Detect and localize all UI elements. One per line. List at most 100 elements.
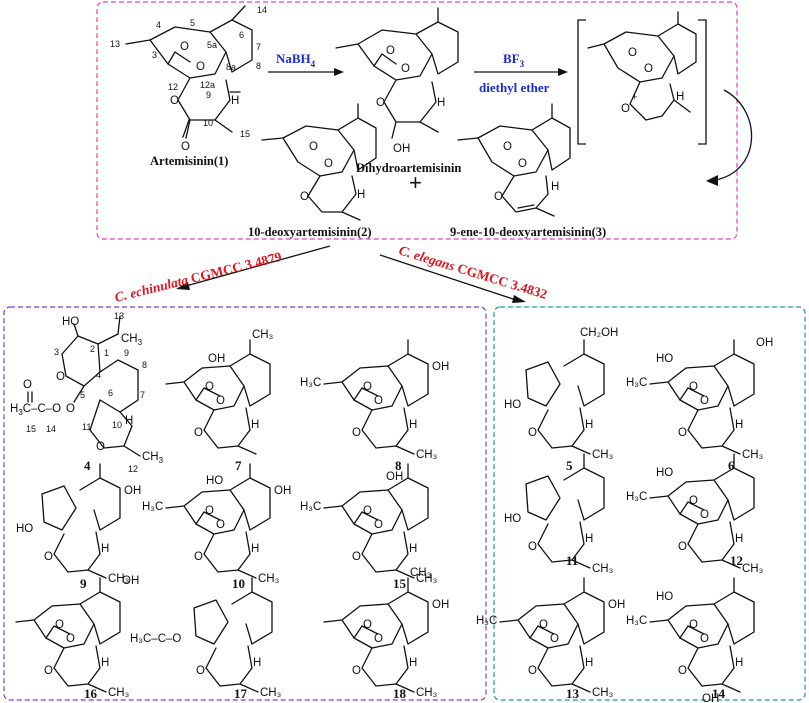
svg-text:4: 4	[96, 370, 101, 380]
atom-o-int-3: O	[621, 103, 630, 115]
h-atom: H	[735, 533, 743, 545]
o-perox-2: O	[700, 509, 709, 521]
svg-text:15: 15	[240, 129, 250, 139]
svg-text:3: 3	[54, 347, 59, 357]
ho-group: HO	[656, 591, 673, 603]
oh-group: OH	[756, 337, 773, 349]
label-cpd-12: 12	[730, 553, 743, 568]
h-atom: H	[735, 657, 743, 669]
label-cpd-5: 5	[566, 458, 573, 473]
ch3-group: CH₃	[592, 563, 614, 575]
o-perox-2: O	[550, 633, 559, 645]
ho-group: HO	[206, 475, 223, 487]
h-atom: H	[409, 657, 417, 669]
o-pyran: O	[528, 665, 537, 677]
o-perox-2: O	[374, 519, 383, 531]
o-pyran: O	[352, 427, 361, 439]
o-perox: O	[205, 381, 214, 393]
svg-text:10: 10	[112, 420, 122, 430]
cpd4-o-ring: O	[56, 371, 65, 383]
label-cpd-9: 9	[80, 576, 87, 591]
svg-text:13: 13	[114, 311, 124, 321]
atom-o-p2-1: O	[309, 141, 318, 153]
cpd4-o-ester: O	[66, 403, 75, 415]
atom-h-dha: H	[437, 97, 445, 109]
o-perox: O	[363, 619, 372, 631]
svg-text:4: 4	[156, 20, 161, 30]
o-pyran: O	[44, 665, 53, 677]
oh-group: OH	[386, 471, 403, 483]
svg-text:12a: 12a	[200, 80, 215, 90]
o-perox: O	[539, 619, 548, 631]
svg-text:8: 8	[142, 360, 147, 370]
ch3-group: CH₃	[410, 567, 432, 579]
ch3-group: CH₃	[108, 573, 130, 585]
o-pyran: O	[352, 665, 361, 677]
o-pyran: O	[194, 551, 203, 563]
svg-text:8: 8	[256, 61, 261, 71]
o-perox-2: O	[374, 633, 383, 645]
atom-o-p2-2: O	[324, 158, 333, 170]
label-left-organism: C. echinulata CGMCC 3.4879	[113, 249, 283, 305]
ho-group: HO	[656, 353, 673, 365]
h-atom: H	[253, 657, 261, 669]
oh-group: OH	[208, 353, 225, 365]
ch3-group: CH₃	[416, 687, 438, 699]
svg-text:12: 12	[128, 464, 138, 474]
label-cpd-10: 10	[232, 576, 245, 591]
ho-group: HO	[656, 467, 673, 479]
svg-text:11: 11	[82, 422, 91, 432]
label-cpd-4: 4	[84, 458, 91, 473]
ho-group: HO	[504, 399, 521, 411]
ch3-group: CH₃	[260, 687, 282, 699]
atom-o-lactone: O	[170, 95, 179, 107]
h-atom: H	[585, 533, 593, 545]
plus-sign: +	[409, 170, 422, 195]
oh-group: OH	[432, 599, 449, 611]
o-pyran: O	[678, 541, 687, 553]
reagent-diethyl-ether: diethyl ether	[479, 80, 550, 95]
cpd4-o-pyran: O	[96, 441, 105, 453]
o-pyran: O	[194, 427, 203, 439]
compound-4-structure	[61, 315, 141, 457]
h-atom: H	[251, 543, 259, 555]
svg-text:5: 5	[80, 390, 85, 400]
svg-text:9: 9	[206, 90, 211, 100]
svg-text:3: 3	[152, 50, 157, 60]
label-compound-3: 9-ene-10-deoxyartemisinin(3)	[450, 225, 606, 239]
ch3-group: CH₃	[416, 573, 438, 585]
svg-text:6: 6	[108, 388, 113, 398]
oh-group: OH	[702, 693, 719, 703]
arrow-bf3	[474, 68, 568, 76]
label-cpd-15: 15	[393, 576, 407, 591]
reagent-nabh4: NaBH4	[276, 51, 316, 69]
h-atom: H	[409, 419, 417, 431]
atom-o-p3-1: O	[503, 141, 512, 153]
h-atom: H	[585, 419, 593, 431]
h-atom: H	[585, 657, 593, 669]
oh-group: OH	[274, 485, 291, 497]
ch3-group: CH₃	[252, 329, 274, 341]
arrow-nabh4	[268, 68, 344, 76]
h-atom: H	[101, 543, 109, 555]
right-panel-border	[493, 306, 806, 701]
branch-arrow-right	[379, 254, 526, 303]
svg-text:14: 14	[257, 5, 267, 15]
o-perox-2: O	[66, 633, 75, 645]
ch3-group: CH₃	[108, 687, 130, 699]
svg-text:5a: 5a	[207, 40, 217, 50]
svg-text:15: 15	[26, 424, 36, 434]
ch3-group: CH₃	[742, 449, 764, 461]
ho-group: HO	[504, 513, 521, 525]
o-perox: O	[689, 381, 698, 393]
label-right-organism: C. elegans CGMCC 3.4832	[397, 243, 549, 302]
svg-text:1: 1	[104, 348, 109, 358]
